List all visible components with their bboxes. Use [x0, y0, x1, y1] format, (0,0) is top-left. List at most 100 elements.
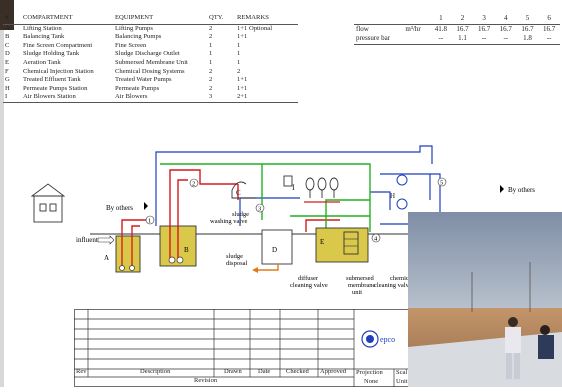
cell-remarks: 1: [237, 58, 241, 66]
flow-value: 16.7: [543, 24, 556, 33]
fine-screen-c: C: [231, 181, 256, 199]
marker-3: 3: [258, 206, 261, 213]
tank-h-label: H: [390, 192, 395, 200]
tank-e-aeration: E: [315, 227, 369, 263]
page-edge-shadow: [0, 30, 4, 387]
flow-row-pressure: pressure bar -- 1.1 -- -- 1.8 --: [354, 34, 560, 45]
cell-remarks: 1+1: [237, 33, 248, 41]
flow-table: 1 2 3 4 5 6 flow m³/hr 41.8 16.7 16.7 16…: [354, 14, 560, 45]
flow-row-label: flow: [356, 24, 369, 33]
flow-col-6: 6: [538, 14, 560, 25]
marker-5: 5: [440, 180, 443, 187]
flow-value: 41.8: [434, 24, 447, 33]
pressure-value: --: [430, 34, 452, 45]
water-lines: [121, 169, 340, 258]
cell-qty: 1: [209, 58, 213, 66]
cell-qty: 2: [209, 76, 213, 84]
cell-qty: 2: [209, 84, 213, 92]
marker-1: 1: [148, 218, 151, 225]
cell-equipment: Chemical Dosing Systems: [115, 67, 185, 75]
table-row: E Aeration Tank Submersed Membrane Unit 1 1: [3, 59, 298, 68]
cell-qty: 2: [209, 33, 213, 41]
cell-equipment: Permeate Pumps: [115, 84, 160, 92]
cell-compartment: Balancing Tank: [23, 33, 65, 41]
projection-label: Projection: [356, 369, 383, 376]
cell-compartment: Permeate Pumps Station: [23, 84, 88, 92]
table-row: F Chemical Injection Station Chemical Dosi…: [3, 68, 298, 77]
cell-qty: 3: [207, 93, 235, 103]
cell-compartment: Chemical Injection Station: [23, 67, 94, 75]
cell-qty: 2: [209, 24, 213, 32]
description-header: Description: [140, 368, 171, 375]
cell-equipment: Balancing Pumps: [115, 33, 162, 41]
flow-col-3: 3: [473, 14, 495, 25]
cell-equipment: Lifting Pumps: [115, 24, 153, 32]
flow-col-2: 2: [451, 14, 474, 25]
cell-compartment: Fine Screen Compartment: [23, 41, 93, 49]
title-block: epco Rev Description Drawn Date Checked …: [74, 309, 420, 387]
cell-id: E: [5, 58, 10, 66]
by-others-right-label: By others: [508, 186, 535, 194]
worker-figure: [538, 325, 554, 359]
site-photo: [408, 212, 562, 387]
epco-logo: epco: [361, 330, 395, 348]
air-lines: [155, 145, 441, 226]
equipment-table: # COMPARTMENT EQUIPMENT QTY. REMARKS A Li…: [3, 14, 298, 103]
process-flow-diagram: By others A influent B: [30, 145, 560, 296]
air-blowers-i: I: [283, 175, 340, 203]
pressure-value: --: [494, 34, 517, 45]
flow-col-1: 1: [430, 14, 452, 25]
cell-qty: 1: [209, 41, 213, 49]
cell-remarks: 1+1: [237, 76, 248, 84]
approved-header: Approved: [320, 368, 346, 375]
equipment-table-header: # COMPARTMENT EQUIPMENT QTY. REMARKS: [3, 14, 298, 25]
header-equipment: EQUIPMENT: [113, 14, 207, 25]
marker-2: 2: [192, 181, 195, 188]
pressure-value: 1.1: [451, 34, 474, 45]
cell-compartment: Aeration Tank: [23, 58, 61, 66]
arrow-icon: [144, 202, 148, 210]
cell-id: A: [5, 24, 10, 32]
cell-equipment: Sludge Discharge Outlet: [115, 50, 180, 58]
cell-remarks: 1+1: [237, 84, 248, 92]
table-row: B Balancing Tank Balancing Pumps 2 1+1: [3, 33, 298, 42]
header-number: #: [3, 14, 21, 25]
tank-d: D: [252, 229, 293, 273]
pressure-row-label: pressure bar: [354, 34, 430, 45]
header-compartment: COMPARTMENT: [21, 14, 113, 25]
cell-compartment: Sludge Holding Tank: [23, 50, 80, 58]
cell-id: F: [5, 67, 9, 75]
revision-label: Revision: [194, 377, 218, 384]
flow-row-flow: flow m³/hr 41.8 16.7 16.7 16.7 16.7 16.7: [354, 24, 560, 34]
cell-remarks: 2+1: [235, 93, 298, 103]
cell-compartment: Treated Effluent Tank: [23, 76, 81, 84]
flow-row-unit: m³/hr: [405, 24, 421, 33]
flow-value: 16.7: [456, 24, 469, 33]
table-row: D Sludge Holding Tank Sludge Discharge Out…: [3, 50, 298, 59]
fine-screen-label: C: [236, 189, 241, 197]
cell-id: I: [3, 93, 21, 103]
arrow-icon: [500, 185, 504, 193]
flow-value: 16.7: [521, 24, 534, 33]
flow-col-4: 4: [494, 14, 517, 25]
header-qty: QTY.: [207, 14, 235, 25]
cell-id: D: [5, 50, 10, 58]
cell-id: C: [5, 41, 10, 49]
flow-col-5: 5: [516, 14, 539, 25]
tank-a: A: [104, 230, 141, 273]
cell-remarks: 1+1 Optional: [237, 24, 273, 32]
cell-equipment: Submersed Membrane Unit: [115, 58, 188, 66]
cell-id: G: [5, 76, 10, 84]
by-others-left-label: By others: [106, 204, 133, 212]
cell-id: B: [5, 33, 10, 41]
cell-qty: 2: [209, 67, 213, 75]
pressure-value: --: [473, 34, 495, 45]
tank-i-label: I: [292, 183, 295, 192]
